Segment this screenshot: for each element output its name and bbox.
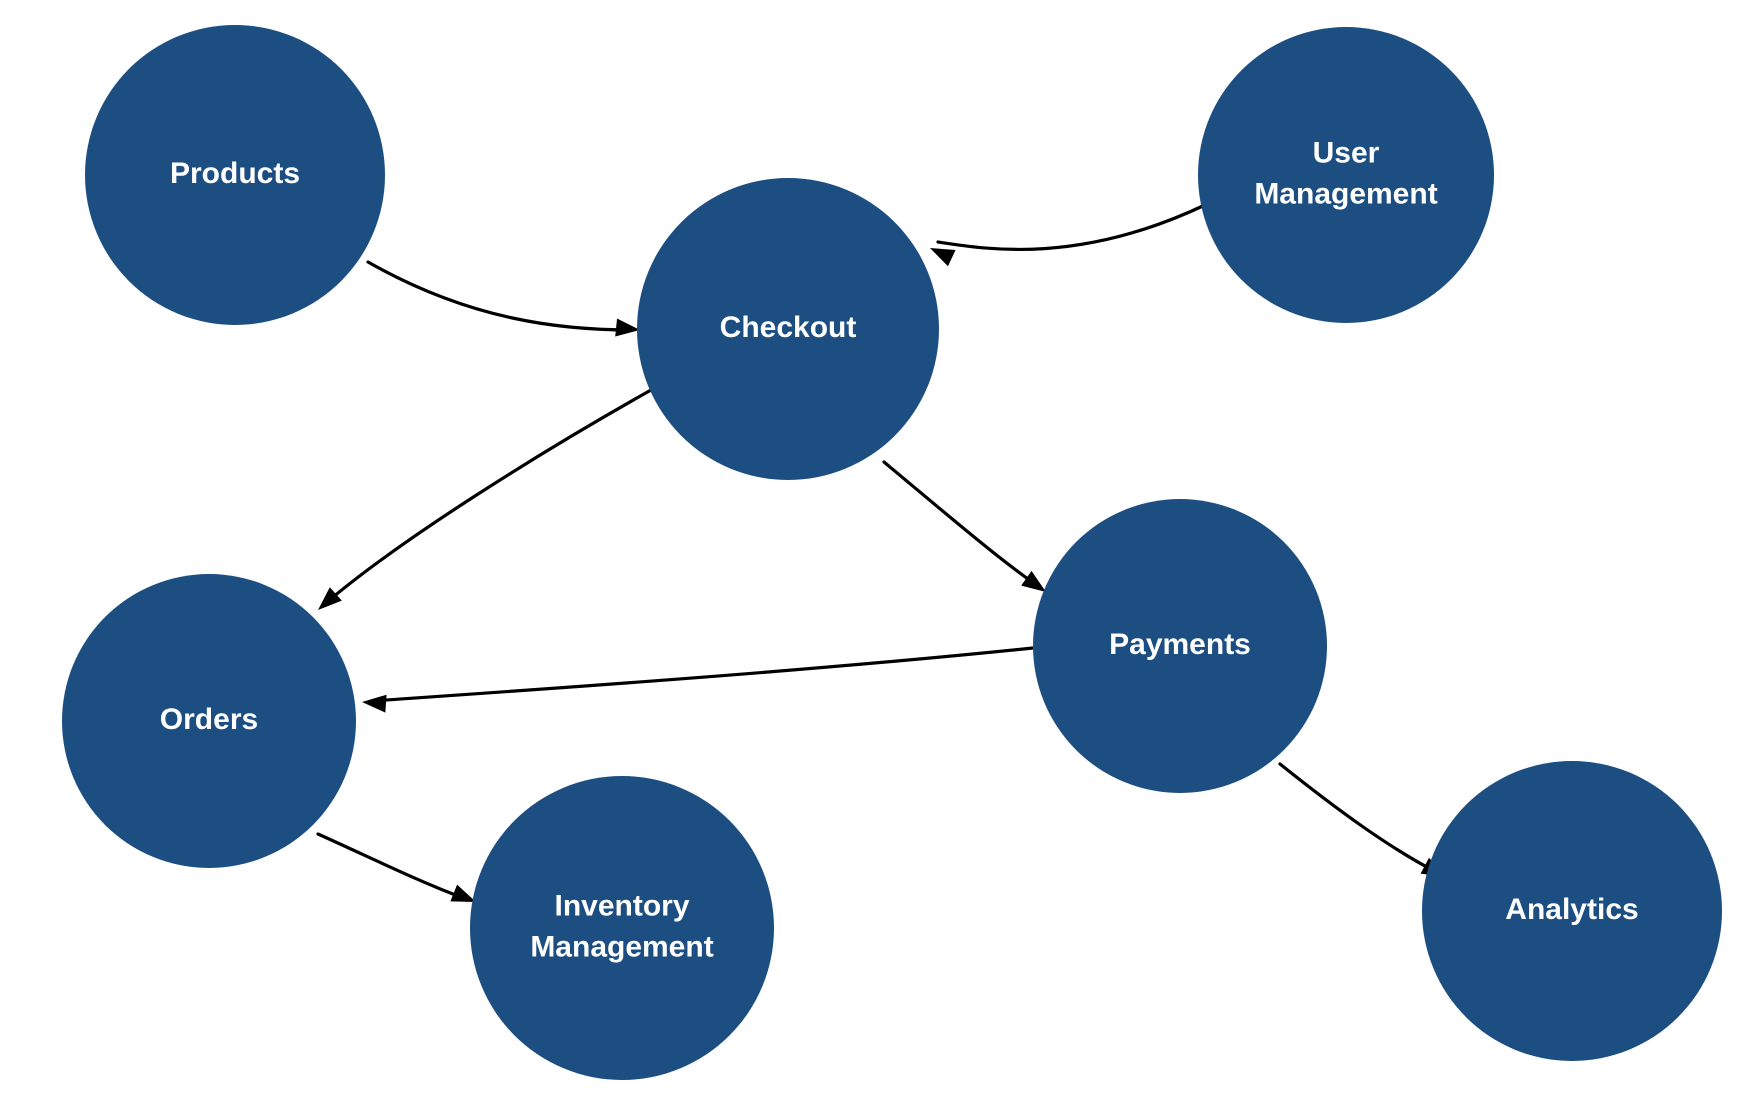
edge-line xyxy=(936,203,1207,252)
edge-line xyxy=(370,646,1035,703)
arrow-head-icon xyxy=(450,884,476,902)
arrow-head-icon xyxy=(1021,570,1046,592)
node-shape-inventory-management[interactable] xyxy=(470,776,774,1080)
edge-payments-to-orders xyxy=(362,646,1035,713)
edge-line xyxy=(324,383,662,605)
node-shape-user-management[interactable] xyxy=(1198,27,1494,323)
edge-line xyxy=(1278,762,1438,874)
node-shape-products[interactable] xyxy=(85,25,385,325)
edge-checkout-to-orders xyxy=(318,383,662,610)
arrow-head-icon xyxy=(615,318,640,337)
edge-products-to-checkout xyxy=(366,260,640,337)
edge-payments-to-analytics xyxy=(1278,762,1446,877)
node-shape-analytics[interactable] xyxy=(1422,761,1722,1061)
edge-line xyxy=(316,832,468,901)
edge-line xyxy=(882,460,1040,588)
arrow-head-icon xyxy=(930,248,956,267)
arrow-head-icon xyxy=(362,694,387,713)
node-shape-checkout[interactable] xyxy=(637,178,939,480)
node-orders[interactable]: Orders xyxy=(62,574,356,868)
node-products[interactable]: Products xyxy=(85,25,385,325)
node-shape-payments[interactable] xyxy=(1033,499,1327,793)
edge-user-management-to-checkout xyxy=(930,203,1207,267)
edge-line xyxy=(366,260,634,332)
node-analytics[interactable]: Analytics xyxy=(1422,761,1722,1061)
edge-orders-to-inventory-management xyxy=(316,832,476,902)
node-shape-orders[interactable] xyxy=(62,574,356,868)
arrow-head-icon xyxy=(318,587,342,610)
edge-checkout-to-payments xyxy=(882,460,1046,592)
node-checkout[interactable]: Checkout xyxy=(637,178,939,480)
node-payments[interactable]: Payments xyxy=(1033,499,1327,793)
